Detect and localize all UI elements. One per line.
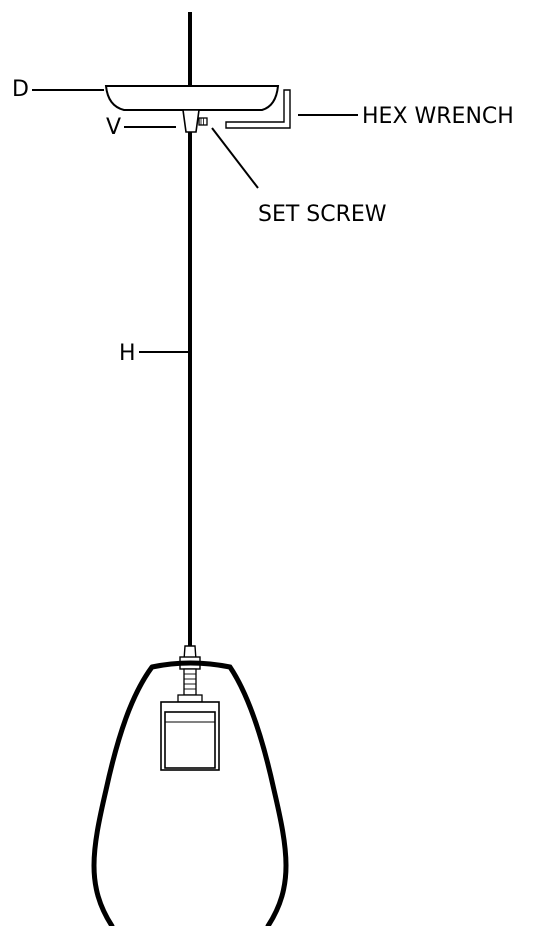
threaded-nipple — [183, 668, 197, 696]
label-v: V — [106, 115, 121, 140]
lower-nut — [177, 694, 203, 703]
label-hex-wrench: HEX WRENCH — [362, 104, 514, 129]
leader-set-screw — [211, 127, 259, 189]
label-h: H — [119, 341, 136, 366]
hex-wrench — [225, 89, 291, 129]
cone-coupling — [182, 109, 200, 133]
label-set-screw: SET SCREW — [258, 202, 387, 227]
set-screw — [198, 117, 208, 126]
socket-body — [164, 711, 216, 769]
lamp-shade — [91, 660, 289, 929]
label-d: D — [12, 77, 29, 102]
canopy — [104, 85, 280, 111]
